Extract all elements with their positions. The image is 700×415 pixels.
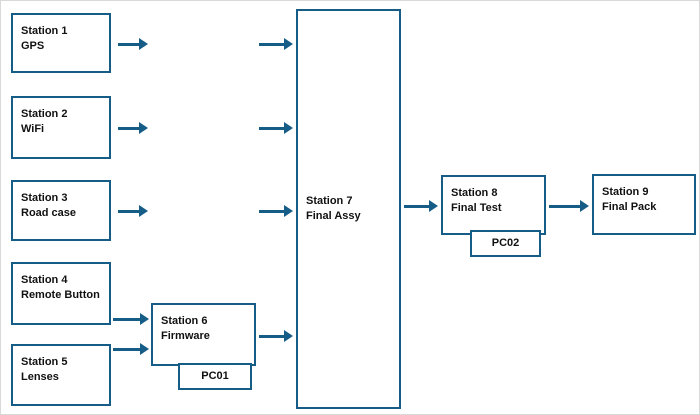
station-2-name: Station 2: [21, 108, 68, 120]
station-6-detail: Firmware: [161, 330, 210, 342]
arrow-station3-out: [118, 205, 148, 217]
arrow-head-icon: [284, 122, 293, 134]
station-6-pc-label: PC01: [201, 370, 229, 382]
station-6-name: Station 6: [161, 315, 208, 327]
arrow-head-icon: [139, 122, 148, 134]
station-8-name: Station 8: [451, 187, 498, 199]
station-7-name: Station 7: [306, 195, 353, 207]
arrow-station5-to-station6: [113, 343, 149, 355]
station-8-pc-label: PC02: [491, 237, 520, 249]
arrow-head-icon: [139, 205, 148, 217]
station-8-detail: Final Test: [451, 202, 502, 214]
arrow-station4-to-station6: [113, 313, 149, 325]
arrow-shaft: [404, 204, 431, 208]
arrow-shaft: [113, 347, 142, 351]
arrow-head-icon: [139, 38, 148, 50]
arrow-head-icon: [140, 313, 149, 325]
station-3-detail: Road case: [21, 207, 77, 219]
arrow-head-icon: [140, 343, 149, 355]
arrow-shaft: [118, 209, 141, 213]
arrow-station7-to-station8: [404, 200, 438, 212]
arrow-station6-to-station7: [259, 330, 293, 342]
station-5-detail: Lenses: [21, 371, 59, 383]
station-1-box: Station 1 GPS: [11, 13, 111, 73]
arrow-head-icon: [284, 205, 293, 217]
station-6-pc-box: PC01: [178, 363, 252, 390]
arrow-shaft: [259, 126, 286, 130]
station-5-box: Station 5 Lenses: [11, 344, 111, 406]
arrow-shaft: [259, 209, 286, 213]
station-8-pc-box: PC02: [470, 230, 541, 257]
station-4-name: Station 4: [21, 274, 68, 286]
arrow-station7-in-top: [259, 38, 293, 50]
station-4-box: Station 4 Remote Button: [11, 262, 111, 325]
station-3-name: Station 3: [21, 192, 68, 204]
station-7-detail: Final Assy: [306, 210, 361, 222]
arrow-station8-to-station9: [549, 200, 589, 212]
arrow-station7-in-mid: [259, 122, 293, 134]
arrow-shaft: [113, 317, 142, 321]
station-6-box: Station 6 Firmware: [151, 303, 256, 366]
arrow-station7-in-lower: [259, 205, 293, 217]
station-1-detail: GPS: [21, 40, 45, 52]
arrow-shaft: [118, 126, 141, 130]
station-2-box: Station 2 WiFi: [11, 96, 111, 159]
station-3-box: Station 3 Road case: [11, 180, 111, 241]
station-8-box: Station 8 Final Test: [441, 175, 546, 235]
station-2-detail: WiFi: [21, 123, 45, 135]
arrow-shaft: [549, 204, 582, 208]
arrow-station1-out: [118, 38, 148, 50]
station-9-detail: Final Pack: [602, 201, 657, 213]
station-9-name: Station 9: [602, 186, 649, 198]
arrow-station2-out: [118, 122, 148, 134]
arrow-head-icon: [284, 38, 293, 50]
arrow-shaft: [259, 334, 286, 338]
arrow-shaft: [118, 42, 141, 46]
arrow-head-icon: [580, 200, 589, 212]
station-1-name: Station 1: [21, 25, 68, 37]
arrow-shaft: [259, 42, 286, 46]
station-5-name: Station 5: [21, 356, 68, 368]
station-4-detail: Remote Button: [21, 289, 100, 301]
station-9-box: Station 9 Final Pack: [592, 174, 696, 235]
station-7-box: Station 7 Final Assy: [296, 9, 401, 409]
arrow-head-icon: [284, 330, 293, 342]
arrow-head-icon: [429, 200, 438, 212]
